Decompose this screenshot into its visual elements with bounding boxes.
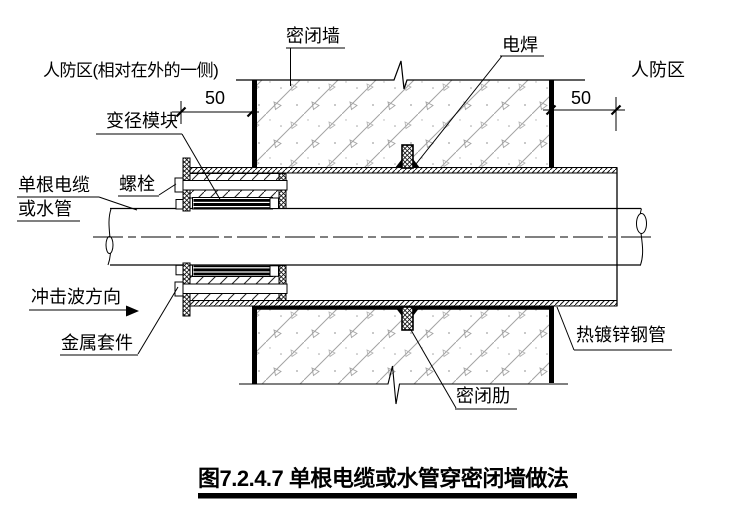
leader-lines <box>17 47 672 410</box>
title-underline <box>198 493 577 499</box>
pipe-break-right <box>636 213 647 234</box>
bolt-nut <box>269 197 279 209</box>
label-shock-wave-direction: 冲击波方向 <box>31 287 121 307</box>
bolt-shaft <box>182 283 288 294</box>
label-sealed-wall: 密闭墙 <box>286 26 340 46</box>
bolt-nut <box>269 265 279 277</box>
label-galvanized-pipe: 热镀锌钢管 <box>576 325 666 345</box>
weld-fillet <box>395 159 402 168</box>
dimension-50-right <box>543 97 625 131</box>
weld-fillet <box>413 307 420 316</box>
bolt-head <box>174 177 184 193</box>
label-bolt: 螺栓 <box>119 174 155 194</box>
pipe-break-left <box>105 236 114 254</box>
label-zone-right: 人防区 <box>631 60 685 80</box>
sleeve-assembly-upper <box>174 157 288 212</box>
label-reducing-module: 变径模块 <box>106 111 178 131</box>
sealing-rib-upper <box>395 144 420 169</box>
reducing-module-lower <box>192 264 273 277</box>
sleeve-end-cap <box>278 265 287 301</box>
dimension-50-left <box>172 101 259 124</box>
sleeve-assembly-lower <box>174 262 288 317</box>
label-sealing-rib: 密闭肋 <box>456 386 510 406</box>
label-zone-outer: 人防区(相对在外的一侧) <box>43 61 219 80</box>
sealing-rib-lower <box>395 306 420 331</box>
bolt-head <box>175 199 184 210</box>
reducing-module-upper <box>192 197 273 210</box>
label-cable-line1: 单根电缆 <box>18 175 90 195</box>
label-cable-line2: 或水管 <box>18 199 72 219</box>
label-metal-kit: 金属套件 <box>61 333 133 353</box>
shock-wave-arrow <box>126 305 139 317</box>
sleeve-end-cap <box>278 173 287 209</box>
bolt-head <box>174 281 184 297</box>
bolt-shaft <box>182 180 288 191</box>
weld-fillet <box>395 307 402 316</box>
sealed-wall-lower <box>239 305 568 405</box>
figure-title: 图7.2.4.7 单根电缆或水管穿密闭墙做法 <box>198 466 569 491</box>
bolt-head <box>175 264 184 276</box>
cable-water-pipe <box>93 207 653 266</box>
dimension-text-right: 50 <box>571 88 592 108</box>
dimension-text-left: 50 <box>205 88 226 108</box>
label-welding: 电焊 <box>502 35 538 55</box>
